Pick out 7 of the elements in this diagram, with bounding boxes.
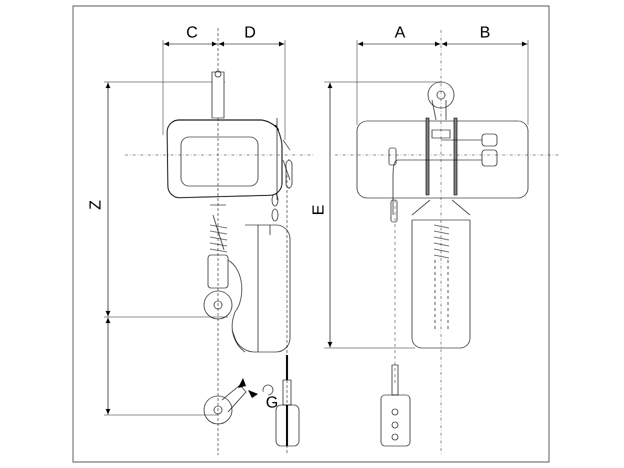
dimension-label: C <box>187 26 198 38</box>
dimension-label: D <box>246 26 256 38</box>
dimension-label: G <box>266 396 278 408</box>
dimension-label: E <box>312 205 324 214</box>
dimension-label: B <box>480 26 490 38</box>
dimension-label: A <box>394 26 406 38</box>
dimension-label: Z <box>90 200 100 210</box>
